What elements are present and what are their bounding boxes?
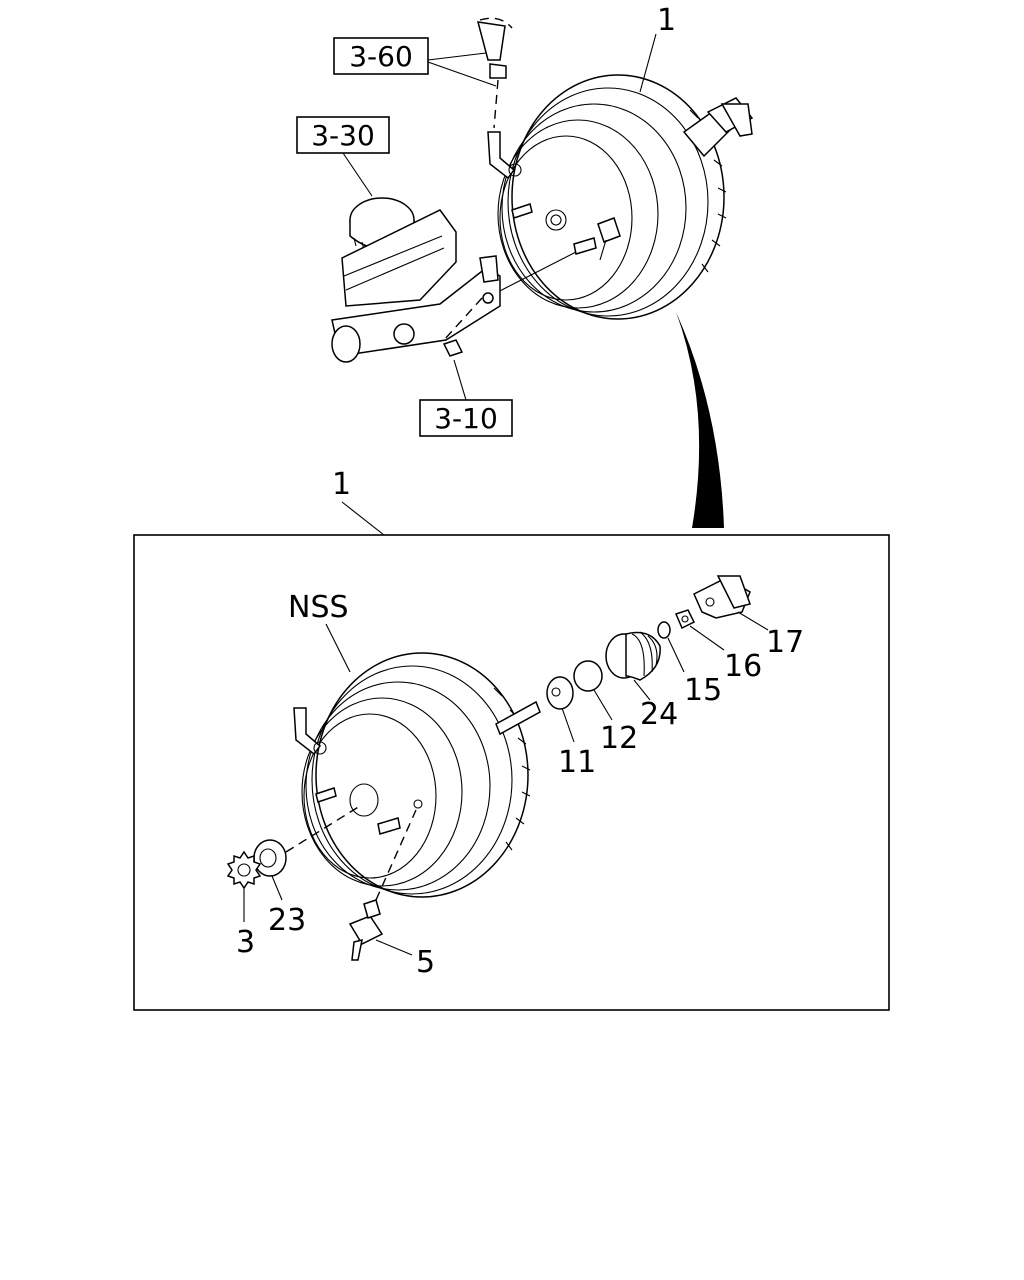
part-12-icon (573, 660, 603, 692)
label-part-11: 11 (558, 745, 596, 780)
brake-booster-detail-icon (293, 652, 541, 898)
label-part-15: 15 (684, 673, 722, 708)
vacuum-hose-icon (476, 17, 513, 129)
label-box-assembly: 1 (332, 467, 351, 502)
ref-3-60-label: 3-60 (349, 40, 413, 73)
brake-booster-top-icon (487, 74, 754, 320)
part-23-seal-icon (253, 839, 287, 877)
part-24-boot-icon (605, 631, 661, 681)
master-cylinder-icon (331, 197, 501, 363)
label-top-booster: 1 (657, 3, 676, 38)
label-part-16: 16 (724, 649, 762, 684)
detail-frame (133, 534, 890, 1011)
label-part-12: 12 (600, 721, 638, 756)
ref-box-3-10[interactable]: 3-10 (419, 399, 513, 437)
part-11-icon (546, 676, 574, 710)
ref-3-10-label: 3-10 (434, 402, 498, 435)
part-3-lockwasher-icon (226, 850, 262, 890)
detail-arrow-icon (676, 312, 724, 528)
part-15-washer-icon (657, 621, 671, 639)
label-part-24: 24 (640, 697, 678, 732)
label-part-5: 5 (416, 945, 435, 980)
label-nss: NSS (288, 590, 349, 625)
part-5-checkvalve-icon (348, 899, 384, 961)
part-17-clevis-icon (693, 575, 751, 619)
part-16-nut-icon (674, 609, 696, 630)
ref-3-30-label: 3-30 (311, 119, 375, 152)
label-part-23: 23 (268, 903, 306, 938)
ref-box-3-60[interactable]: 3-60 (333, 37, 429, 75)
ref-box-3-30[interactable]: 3-30 (296, 116, 390, 154)
label-part-3: 3 (236, 925, 255, 960)
label-part-17: 17 (766, 625, 804, 660)
